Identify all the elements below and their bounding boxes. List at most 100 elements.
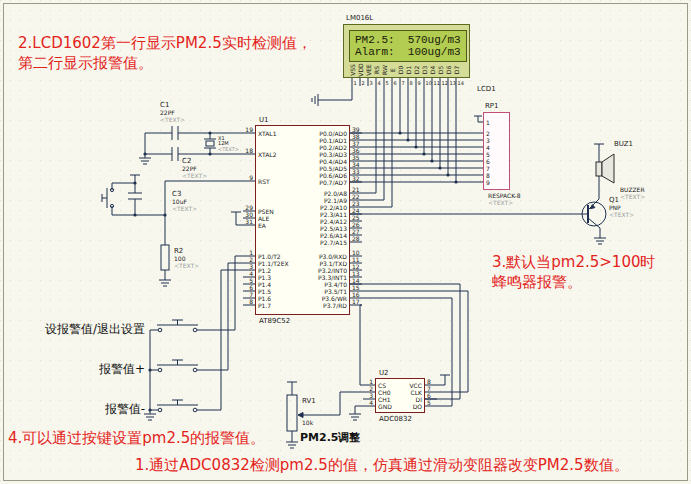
pin-number: 24 — [352, 207, 360, 214]
part-text: <TEXT> — [160, 116, 185, 123]
part-label: R2 — [174, 247, 183, 255]
pin-name: P3.5/T1 — [324, 288, 347, 295]
pin-number: 14 — [352, 277, 360, 284]
wiper-arrow — [298, 413, 303, 418]
pin-name: P3.7/RD — [323, 302, 347, 309]
pin-number: 7 — [249, 291, 253, 298]
buzzer-body — [596, 162, 602, 176]
pin-number: 9 — [486, 179, 490, 186]
pin-number: 3 — [249, 263, 253, 270]
sheet-frame — [4, 4, 688, 481]
part-label: <TEXT> — [488, 199, 513, 206]
buzzer-symbol — [594, 152, 616, 184]
pin-number: 1 — [249, 249, 253, 256]
part-label: ADC0832 — [379, 415, 412, 423]
data-bus-wires — [362, 140, 483, 182]
pin-number: 3 — [370, 80, 373, 86]
pin-number: 5 — [486, 151, 490, 158]
pin-name: DO — [413, 403, 422, 410]
pin-number: 30 — [245, 211, 253, 218]
pin-name: P2.2/A10 — [320, 204, 347, 211]
reset-wires — [112, 175, 243, 280]
pin-number: 2 — [486, 130, 490, 137]
pin-name: P1.7 — [258, 302, 271, 309]
pin-name: RW — [381, 65, 388, 75]
pin-name: GND — [378, 403, 392, 410]
pin-name: PSEN — [258, 208, 274, 215]
push-button-symbol — [157, 320, 198, 405]
pin-number: 1 — [486, 119, 490, 126]
part-label: LM016L — [346, 14, 373, 22]
pin-number: 12 — [352, 263, 360, 270]
pin-number: 6 — [394, 80, 397, 86]
button-contact — [193, 408, 197, 412]
pin-name: P2.1/A9 — [324, 197, 347, 204]
pin-number: 34 — [352, 161, 360, 168]
pin-number: 9 — [418, 80, 421, 86]
pin-name: P2.6/A14 — [320, 232, 347, 239]
pin-number: 8 — [427, 378, 431, 385]
pin-number: 21 — [352, 186, 360, 193]
pin-name: CH1 — [378, 396, 391, 403]
button-contact — [158, 408, 162, 412]
part-label: U1 — [259, 116, 269, 124]
pin-name: P0.1/AD1 — [319, 137, 347, 144]
pin-name: D2 — [413, 66, 420, 74]
pin-name: CLK — [411, 389, 422, 396]
capacitor-symbol — [172, 126, 178, 161]
pin-number: 3 — [369, 392, 373, 399]
pin-stubs — [350, 133, 362, 305]
part-label: AT89C52 — [259, 317, 290, 325]
pin-number: 6 — [486, 158, 490, 165]
pin-name: P2.4/A12 — [320, 218, 347, 225]
pin-name: P1.6 — [258, 295, 271, 302]
pin-number: 18 — [245, 147, 253, 154]
pin-number: 13 — [352, 270, 360, 277]
pin-number: 4 — [378, 80, 381, 86]
button-label: 设报警值/退出设置 — [45, 322, 145, 336]
pin-number: 23 — [352, 200, 360, 207]
part-label: BUZ1 — [614, 140, 633, 148]
pin-number: 5 — [386, 80, 389, 86]
pin-number: 8 — [486, 172, 490, 179]
lcd-data-wires — [400, 78, 448, 175]
pin-name: CH0 — [378, 389, 391, 396]
pin-name: P2.5/A13 — [320, 225, 347, 232]
part-label: C3 — [172, 190, 181, 198]
ground-symbol — [159, 280, 171, 286]
pin-number: 11 — [434, 80, 440, 86]
ground-symbol — [312, 94, 318, 106]
button-contact — [193, 328, 197, 332]
part-value: PNP — [609, 204, 621, 211]
ea-power-wire — [231, 212, 243, 225]
pin-number: 13 — [450, 80, 456, 86]
pin-number: 19 — [245, 126, 253, 133]
pin-number: 16 — [352, 291, 360, 298]
pin-number: 7 — [427, 385, 431, 392]
pin-number: 11 — [352, 256, 360, 263]
note-text: 1.通过ADC0832检测pm2.5的值，仿真通过滑动变阻器改变PM2.5数值。 — [135, 455, 629, 475]
pin-number: 7 — [402, 80, 405, 86]
button-wires — [150, 256, 243, 414]
wire-connector — [350, 78, 456, 182]
pin-number: 36 — [352, 147, 360, 154]
pin-name: P0.0/AD0 — [319, 130, 347, 137]
pin-name: VSS — [349, 64, 356, 76]
pin-number: 5 — [249, 277, 253, 284]
pin-number: 2 — [369, 385, 373, 392]
lcd-screen: PM2.5: 570ug/m3Alarm: 100ug/m3 — [349, 30, 467, 62]
pin-number: 27 — [352, 228, 360, 235]
part-text: <TEXT> — [182, 172, 207, 179]
part-value: 10k — [302, 419, 313, 426]
wire-connector — [350, 133, 483, 134]
part-text: <TEXT> — [172, 205, 197, 212]
pin-number: 7 — [486, 165, 490, 172]
pin-name: DI — [416, 396, 422, 403]
pin-name: P3.2/INT0 — [318, 267, 347, 274]
note-text: 3.默认当pm2.5>100时 蜂鸣器报警。 — [492, 252, 658, 292]
pin-number: 6 — [427, 392, 431, 399]
crystal-symbol — [204, 139, 216, 148]
pin-name: P3.1/TXD — [319, 260, 347, 267]
